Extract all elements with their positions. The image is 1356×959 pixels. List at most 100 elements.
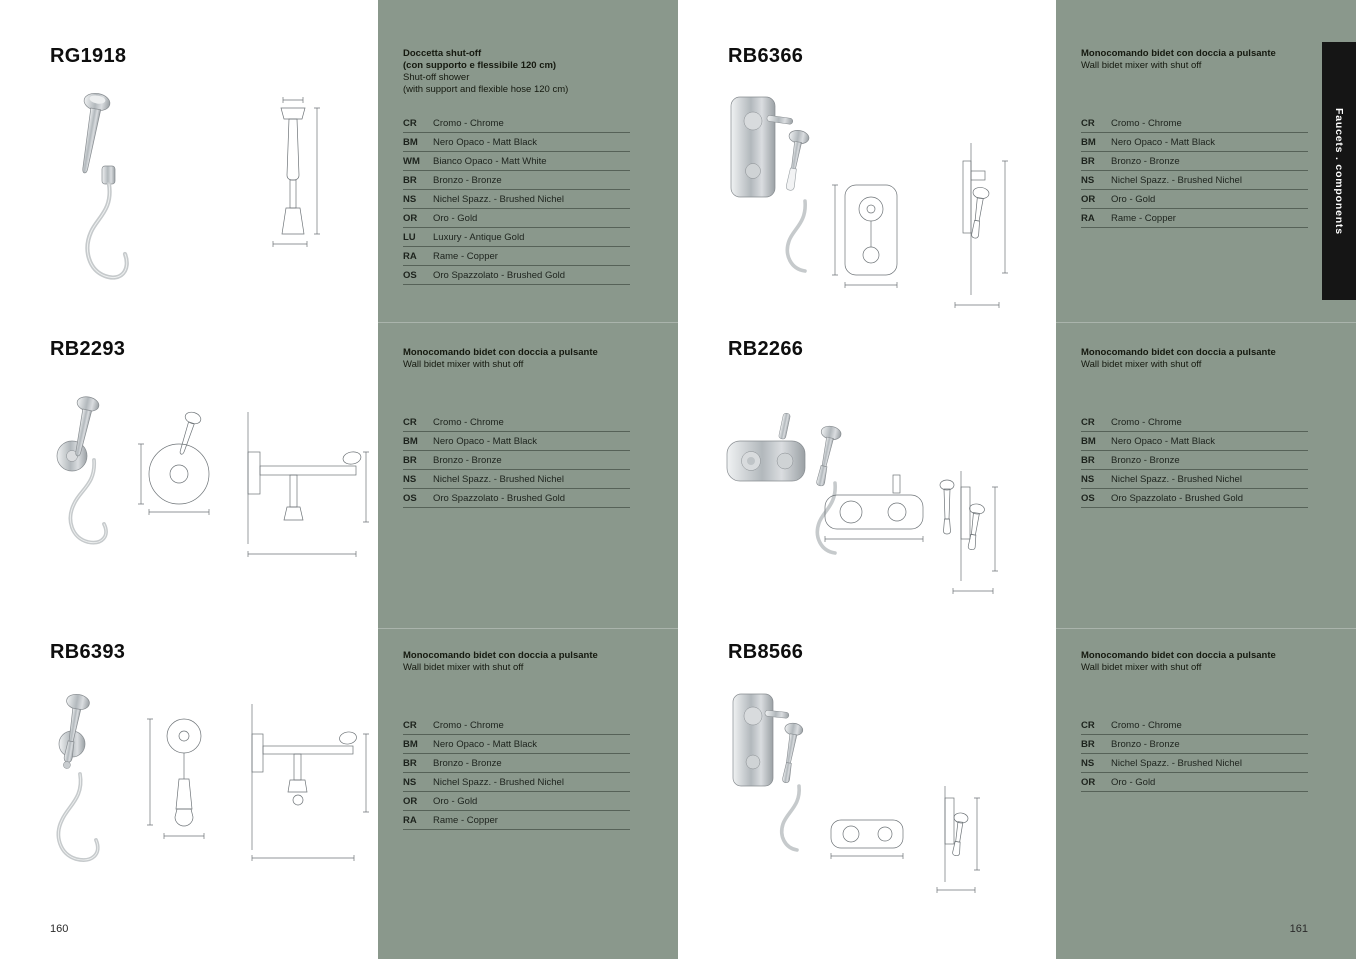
rb2293-drawings xyxy=(56,396,369,557)
product-render-handshower xyxy=(82,92,129,280)
finish-code: CR xyxy=(1081,117,1095,129)
product-title-en: Wall bidet mixer with shut off xyxy=(1081,662,1202,673)
rg1918-drawings xyxy=(82,92,320,280)
finish-name: Nichel Spazz. - Brushed Nichel xyxy=(1111,174,1242,186)
finish-name: Nero Opaco - Matt Black xyxy=(433,738,538,750)
product-code-rg1918: RG1918 xyxy=(50,45,127,67)
finish-code: OR xyxy=(403,795,418,807)
tech-drawing-front xyxy=(138,411,210,515)
finish-name: Bronzo - Bronze xyxy=(1111,155,1180,167)
finish-code: NS xyxy=(1081,473,1095,485)
left-green-panel xyxy=(378,0,678,959)
tech-drawing-side xyxy=(954,143,1008,308)
finish-code: RA xyxy=(403,250,417,262)
section-divider xyxy=(1056,628,1356,629)
product-code-rb6366: RB6366 xyxy=(728,45,804,67)
finish-code: OS xyxy=(403,269,417,281)
product-title-en: Wall bidet mixer with shut off xyxy=(1081,359,1202,370)
finish-name: Oro - Gold xyxy=(433,795,478,807)
product-render-mixer xyxy=(732,693,804,852)
tech-drawing-front xyxy=(147,718,205,839)
finish-code: CR xyxy=(403,719,417,731)
product-title-it: Monocomando bidet con doccia a pulsante xyxy=(1081,48,1276,59)
product-render-handshower xyxy=(56,396,108,545)
tech-drawing xyxy=(272,97,320,247)
product-title-it: Monocomando bidet con doccia a pulsante xyxy=(1081,347,1276,358)
finish-name: Bronzo - Bronze xyxy=(433,454,502,466)
panel-info-rb8566: Monocomando bidet con doccia a pulsante … xyxy=(1081,650,1308,792)
product-title-en: Wall bidet mixer with shut off xyxy=(1081,60,1202,71)
finish-name: Bronzo - Bronze xyxy=(433,757,502,769)
finish-code: NS xyxy=(403,776,417,788)
finish-name: Rame - Copper xyxy=(433,250,498,262)
finish-code: BM xyxy=(1081,136,1096,148)
product-render-handshower xyxy=(56,693,100,862)
right-green-panel xyxy=(1056,0,1356,959)
section-divider xyxy=(1056,322,1356,323)
tech-drawing-side xyxy=(251,704,369,861)
product-code-rb2266: RB2266 xyxy=(728,338,804,360)
finish-code: OS xyxy=(1081,492,1095,504)
product-title-it: Monocomando bidet con doccia a pulsante xyxy=(1081,650,1276,661)
tech-drawing-front xyxy=(830,819,904,859)
finish-name: Oro Spazzolato - Brushed Gold xyxy=(433,492,566,504)
panel-info-rb6393: Monocomando bidet con doccia a pulsante … xyxy=(403,650,630,830)
section-divider xyxy=(378,628,678,629)
finish-code: BM xyxy=(403,136,418,148)
finish-code: RA xyxy=(403,814,417,826)
tech-drawing-side xyxy=(952,471,998,594)
finish-name: Cromo - Chrome xyxy=(1111,719,1182,731)
finish-code: OS xyxy=(403,492,417,504)
product-title-it: Monocomando bidet con doccia a pulsante xyxy=(403,347,598,358)
finish-row: LU Luxury - Antique Gold xyxy=(403,228,630,247)
finish-name: Cromo - Chrome xyxy=(433,719,504,731)
finish-code: BM xyxy=(403,738,418,750)
finish-code: BR xyxy=(1081,454,1095,466)
rb6393-drawings xyxy=(56,693,369,862)
panel-info-rb6366: Monocomando bidet con doccia a pulsante … xyxy=(1081,48,1308,228)
finish-row: RA Rame - Copper xyxy=(403,811,630,830)
finish-code: LU xyxy=(403,231,416,243)
finish-code: OR xyxy=(1081,193,1096,205)
finish-row: OR Oro - Gold xyxy=(403,209,630,228)
finish-code: NS xyxy=(403,193,417,205)
chapter-side-tab: Faucets . components xyxy=(1322,42,1356,300)
product-title-en: Shut-off shower (with support and flexib… xyxy=(403,72,569,95)
finish-name: Luxury - Antique Gold xyxy=(433,231,525,243)
panel-info-rg1918: Doccetta shut-off (con supporto e flessi… xyxy=(403,48,630,285)
finish-row: CR Cromo - Chrome xyxy=(403,716,630,735)
finish-code: CR xyxy=(403,416,417,428)
finish-code: OR xyxy=(403,212,418,224)
finish-code: BR xyxy=(1081,155,1095,167)
product-code-rb2293: RB2293 xyxy=(50,338,126,360)
catalog-page-right: RB6366 xyxy=(678,0,1356,959)
page-number-left: 160 xyxy=(50,923,69,935)
finish-name: Nichel Spazz. - Brushed Nichel xyxy=(1111,757,1242,769)
finish-name: Rame - Copper xyxy=(433,814,498,826)
finish-row: OR Oro - Gold xyxy=(403,792,630,811)
finish-row: RA Rame - Copper xyxy=(403,247,630,266)
section-divider xyxy=(378,322,678,323)
finish-name: Oro - Gold xyxy=(433,212,478,224)
finish-name: Bronzo - Bronze xyxy=(1111,738,1180,750)
finish-code: NS xyxy=(403,473,417,485)
chapter-side-tab-label: Faucets . components xyxy=(1333,107,1345,235)
